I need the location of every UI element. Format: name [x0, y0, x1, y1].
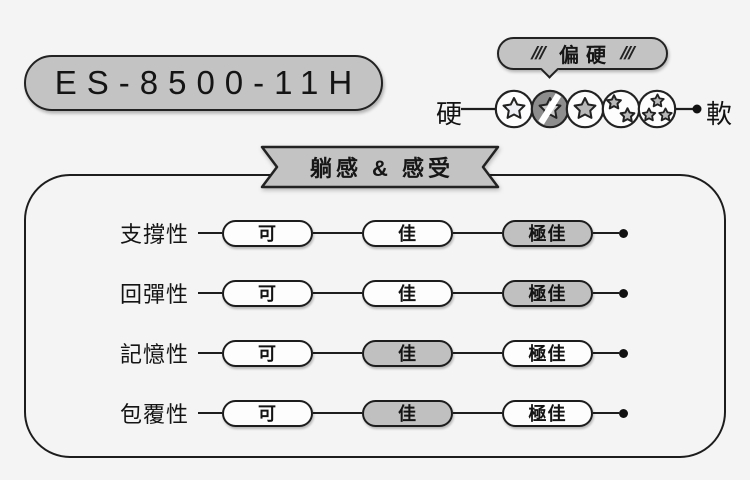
rating-pill-good: 佳 — [362, 219, 453, 247]
rating-pill-ok: 可 — [222, 399, 313, 427]
rating-pill-excellent: 極佳 — [502, 339, 593, 367]
row-label: 包覆性 — [120, 402, 190, 427]
section-banner-title: 躺感 & 感受 — [309, 155, 455, 181]
connector-line — [313, 292, 362, 294]
section-banner: 躺感 & 感受 — [257, 144, 503, 191]
connector-line — [593, 292, 619, 294]
row-label: 記憶性 — [120, 342, 190, 367]
rating-pill-excellent: 極佳 — [502, 279, 593, 307]
firmness-soft-label: 軟 — [706, 99, 733, 129]
hatch-right-icon: /// — [617, 43, 637, 63]
connector-line — [313, 232, 362, 234]
connector-line — [593, 352, 619, 354]
rating-pill-good: 佳 — [362, 399, 453, 427]
end-dot-icon — [619, 288, 628, 298]
connector-line — [198, 292, 222, 294]
firmness-level-5 — [637, 89, 677, 129]
rating-pill-excellent: 極佳 — [502, 399, 593, 427]
rating-pill-good: 佳 — [362, 339, 453, 367]
connector-line — [453, 352, 502, 354]
connector-line — [453, 232, 502, 234]
model-code: ES-8500-11H — [54, 64, 363, 101]
rating-pill-ok: 可 — [222, 279, 313, 307]
connector-line — [593, 232, 619, 234]
end-dot-icon — [619, 228, 628, 238]
end-dot-icon — [619, 348, 628, 358]
rating-pill-good: 佳 — [362, 279, 453, 307]
ribbon-icon — [260, 145, 500, 189]
hatch-left-icon: /// — [528, 43, 548, 63]
connector-line — [453, 412, 502, 414]
rating-pill-excellent: 極佳 — [502, 219, 593, 247]
connector-line — [198, 232, 222, 234]
rating-row-envelopment: 包覆性 可 佳 極佳 — [120, 399, 628, 427]
model-badge: ES-8500-11H — [24, 55, 383, 111]
connector-line — [453, 292, 502, 294]
firmness-level-2-selected — [530, 89, 570, 129]
firmness-scale-graphic — [461, 89, 702, 129]
firmness-callout: /// 偏硬 /// — [497, 37, 668, 70]
connector-line — [313, 352, 362, 354]
end-dot-icon — [619, 408, 628, 418]
rating-pill-ok: 可 — [222, 219, 313, 247]
connector-line — [593, 412, 619, 414]
firmness-level-1 — [494, 89, 534, 129]
row-label: 回彈性 — [120, 282, 190, 307]
connector-line — [198, 352, 222, 354]
scale-end-dot — [692, 104, 702, 114]
connector-line — [198, 412, 222, 414]
firmness-hard-label: 硬 — [436, 99, 463, 129]
rating-row-memory: 記憶性 可 佳 極佳 — [120, 339, 628, 367]
firmness-callout-label: 偏硬 — [559, 45, 613, 67]
star-shine-icon — [538, 92, 562, 126]
rating-row-resilience: 回彈性 可 佳 極佳 — [120, 279, 628, 307]
firmness-level-4 — [601, 89, 641, 129]
rating-row-support: 支撐性 可 佳 極佳 — [120, 219, 628, 247]
rating-pill-ok: 可 — [222, 339, 313, 367]
row-label: 支撐性 — [120, 222, 190, 247]
connector-line — [313, 412, 362, 414]
firmness-level-3 — [565, 89, 605, 129]
